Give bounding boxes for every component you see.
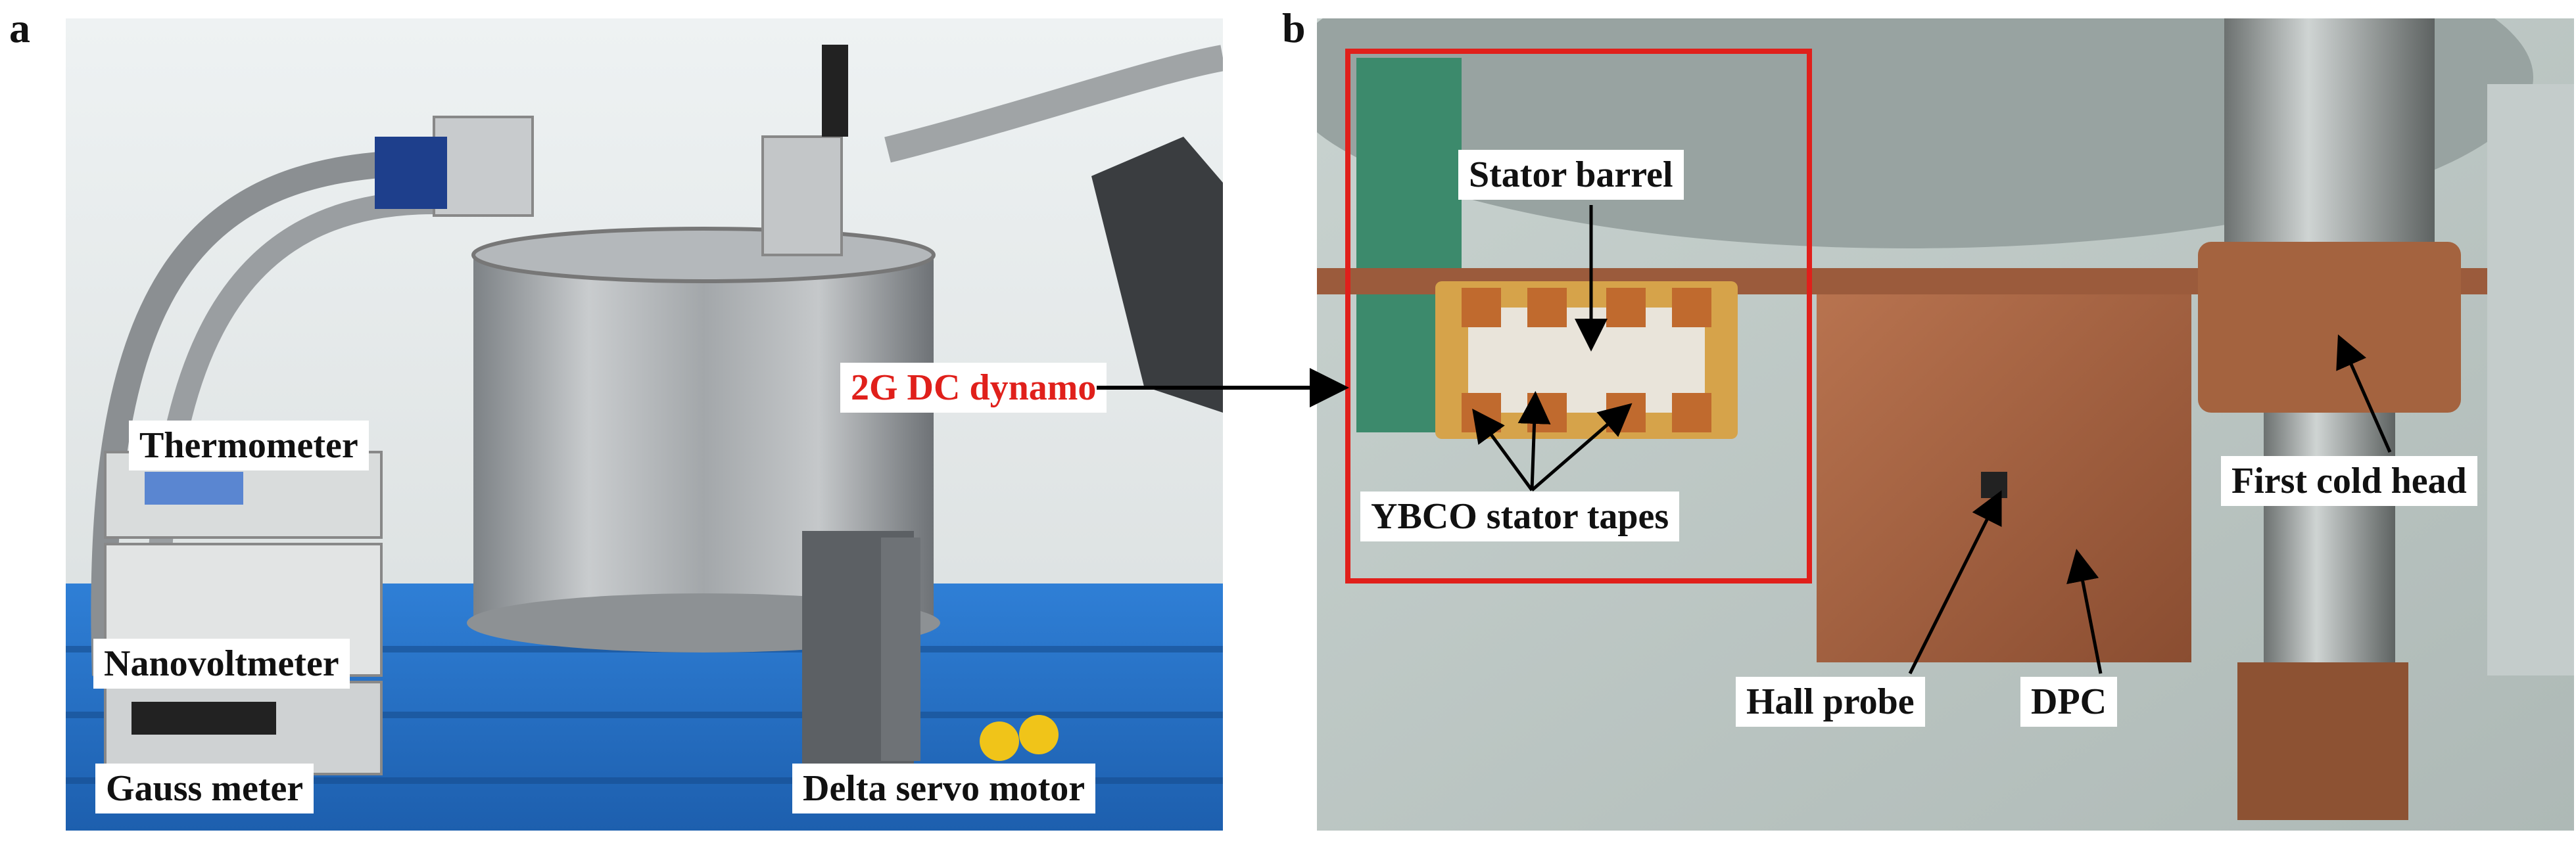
dynamo-label: 2G DC dynamo <box>840 363 1107 413</box>
stator-barrel-label: Stator barrel <box>1458 150 1684 200</box>
thermometer-label: Thermometer <box>129 421 369 470</box>
delta-servo-motor-label: Delta servo motor <box>792 764 1096 813</box>
panel-b-letter: b <box>1282 5 1306 51</box>
dpc-label: DPC <box>2020 677 2118 727</box>
ybco-stator-tapes-label: YBCO stator tapes <box>1360 492 1680 541</box>
panel-b-photo <box>1317 18 2574 831</box>
hall-probe-label: Hall probe <box>1736 677 1925 727</box>
nanovoltmeter-label: Nanovoltmeter <box>93 639 350 689</box>
gauss-meter-label: Gauss meter <box>95 764 314 813</box>
first-cold-head-label: First cold head <box>2221 456 2477 506</box>
panel-a-letter: a <box>9 5 30 51</box>
